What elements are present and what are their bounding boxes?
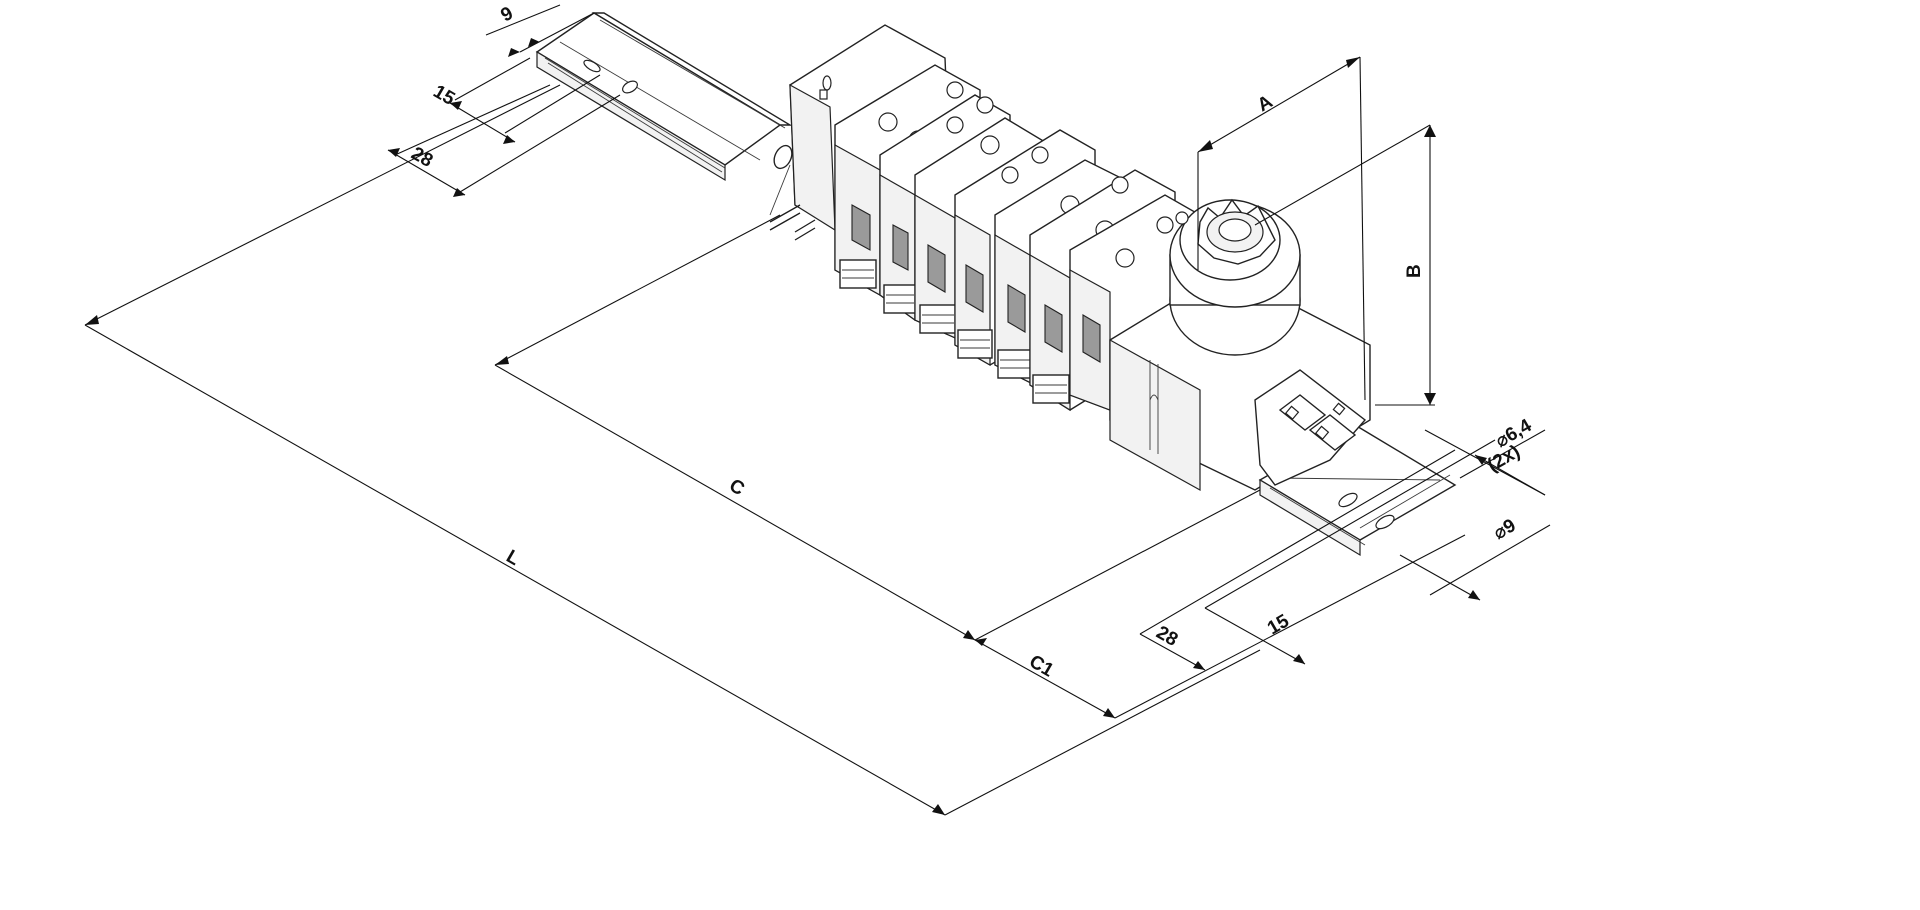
dim-label-length-total: L [503,546,524,570]
dim-label-rail-right-diameter: ⌀9 [1490,515,1520,544]
dimension-arrows [85,38,1487,815]
left-din-rail [535,12,793,216]
dim-label-rail-left-width: 9 [497,3,516,27]
knob-icon [1169,198,1301,356]
dim-label-rail-right-slot-pitch: 28 [1153,622,1182,651]
dimension-lines [84,4,1551,816]
dim-label-length-c1: C1 [1026,651,1058,682]
dim-label-length-c: C [726,475,749,500]
dim-label-height-b: B [1404,264,1425,278]
dim-label-rail-right-slot: 15 [1264,610,1293,639]
right-rail-clamp [1254,369,1367,486]
dim-label-depth-a: A [1254,91,1277,116]
